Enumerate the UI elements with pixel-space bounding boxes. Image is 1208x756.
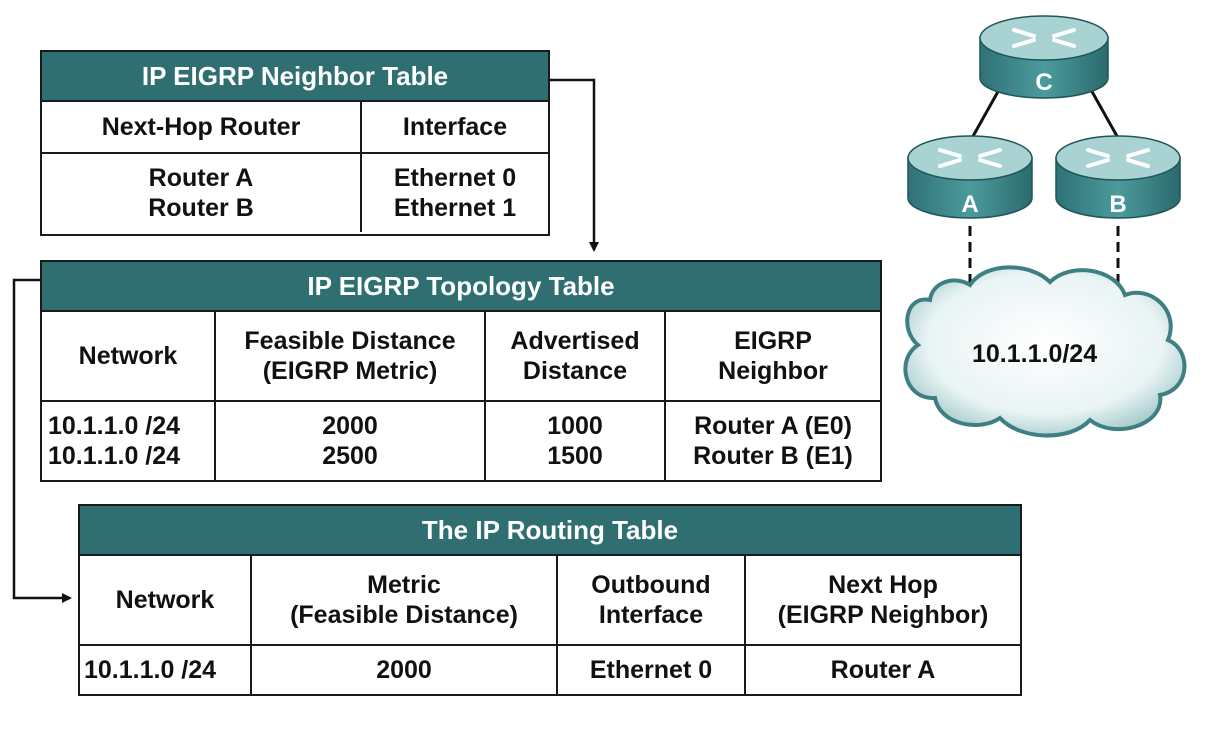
header-network: Network: [42, 312, 214, 400]
router-a-icon: [907, 135, 1033, 219]
neighbor-router: Router B: [148, 194, 254, 222]
topology-network: 10.1.1.0 /24: [48, 412, 181, 440]
neighbor-interface: Ethernet 1: [393, 194, 517, 222]
neighbor-router: Router A: [148, 164, 254, 192]
header-ad-line2: Distance: [522, 357, 628, 385]
header-nh-line1: Next Hop: [828, 571, 938, 599]
header-en-line1: EIGRP: [734, 327, 812, 355]
header-ad-line1: Advertised: [510, 327, 640, 355]
header-network-text: Network: [78, 342, 178, 370]
topology-neighbor: Router A (E0): [694, 412, 852, 440]
topology-network-cell: 10.1.1.0 /24 10.1.1.0 /24: [42, 402, 214, 480]
router-a-label: A: [961, 191, 978, 218]
neighbor-table-title: IP EIGRP Neighbor Table: [42, 52, 548, 102]
topology-neighbor: Router B (E1): [693, 442, 853, 470]
topology-table-header-row: Network Feasible Distance (EIGRP Metric)…: [42, 312, 880, 400]
header-oi-line2: Interface: [598, 601, 704, 629]
topology-fd: 2000: [322, 412, 378, 440]
neighbor-table-header-row: Next-Hop Router Interface: [42, 102, 548, 152]
header-interface: Interface: [360, 102, 548, 152]
router-c-icon: [979, 15, 1109, 99]
header-fd-line2: (EIGRP Metric): [262, 357, 438, 385]
header-fd-line1: Feasible Distance: [244, 327, 456, 355]
router-b-icon: [1055, 135, 1181, 219]
topology-table-data-row: 10.1.1.0 /24 10.1.1.0 /24 2000 2500 1000…: [42, 400, 880, 480]
header-eigrp-neighbor: EIGRP Neighbor: [664, 312, 880, 400]
neighbor-interface: Ethernet 0: [393, 164, 517, 192]
header-metric-line2: (Feasible Distance): [290, 601, 518, 629]
header-oi-line1: Outbound: [591, 571, 711, 599]
topology-ad-cell: 1000 1500: [484, 402, 664, 480]
neighbor-table-data-row: Router A Router B Ethernet 0 Ethernet 1: [42, 152, 548, 232]
topology-table-title: IP EIGRP Topology Table: [42, 262, 880, 312]
cloud-network: [903, 265, 1187, 438]
neighbor-routers-cell: Router A Router B: [42, 154, 360, 232]
arrow-neighbor-to-topology: [548, 78, 599, 252]
topology-table: IP EIGRP Topology Table Network Feasible…: [40, 260, 882, 482]
header-network-text: Network: [115, 586, 215, 614]
header-next-hop: Next Hop (EIGRP Neighbor): [744, 556, 1020, 644]
header-nh-line2: (EIGRP Neighbor): [777, 601, 989, 629]
neighbor-interfaces-cell: Ethernet 0 Ethernet 1: [360, 154, 548, 232]
topology-fd-cell: 2000 2500: [214, 402, 484, 480]
neighbor-table: IP EIGRP Neighbor Table Next-Hop Router …: [40, 50, 550, 236]
routing-next-hop: Router A: [744, 646, 1020, 694]
header-next-hop-router: Next-Hop Router: [101, 113, 301, 141]
routing-table-header-row: Network Metric (Feasible Distance) Outbo…: [80, 556, 1020, 644]
topology-fd: 2500: [322, 442, 378, 470]
routing-outbound-interface: Ethernet 0: [556, 646, 744, 694]
link-c-b: [1088, 87, 1120, 139]
topology-network: 10.1.1.0 /24: [48, 442, 181, 470]
header-advertised-distance: Advertised Distance: [484, 312, 664, 400]
topology-neighbor-cell: Router A (E0) Router B (E1): [664, 402, 880, 480]
topology-ad: 1000: [547, 412, 603, 440]
router-b-label: B: [1109, 191, 1126, 218]
header-metric-line1: Metric: [367, 571, 441, 599]
link-c-a: [970, 87, 1002, 139]
routing-table-title: The IP Routing Table: [80, 506, 1020, 556]
header-network: Network: [80, 556, 250, 644]
routing-metric: 2000: [250, 646, 556, 694]
header-feasible-distance: Feasible Distance (EIGRP Metric): [214, 312, 484, 400]
topology-ad: 1500: [547, 442, 603, 470]
header-en-line2: Neighbor: [718, 357, 828, 385]
cloud-network-label: 10.1.1.0/24: [972, 340, 1098, 368]
routing-table: The IP Routing Table Network Metric (Fea…: [78, 504, 1022, 696]
routing-network: 10.1.1.0 /24: [84, 656, 217, 684]
header-metric: Metric (Feasible Distance): [250, 556, 556, 644]
header-outbound-interface: Outbound Interface: [556, 556, 744, 644]
arrow-topology-to-routing: [12, 278, 72, 603]
router-c-label: C: [1035, 69, 1052, 96]
routing-table-data-row: 10.1.1.0 /24 2000 Ethernet 0 Router A: [80, 644, 1020, 694]
